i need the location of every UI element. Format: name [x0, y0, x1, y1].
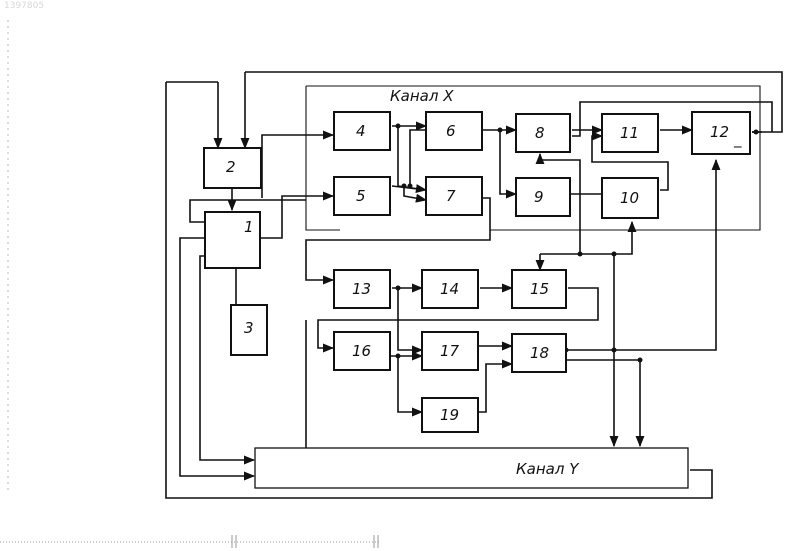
- block-5-label: 5: [356, 187, 366, 205]
- block-18-label: 18: [530, 344, 549, 362]
- block-15-label: 15: [530, 280, 549, 298]
- channel-x-label: Канал X: [390, 87, 454, 105]
- block-3-label: 3: [244, 319, 254, 337]
- block-16: 16: [334, 332, 390, 370]
- block-11: 11: [602, 114, 658, 152]
- block-16-label: 16: [352, 342, 371, 360]
- block-4: 4: [334, 112, 390, 150]
- block-15: 15: [512, 270, 566, 308]
- block-7-label: 7: [446, 187, 456, 205]
- junction-dots: [210, 124, 759, 363]
- block-3: 3: [231, 305, 267, 355]
- block-5: 5: [334, 177, 390, 215]
- block-12-mark: _: [733, 130, 742, 149]
- block-17-label: 17: [440, 342, 460, 360]
- block-6: 6: [426, 112, 482, 150]
- block-19-label: 19: [440, 406, 459, 424]
- block-9-label: 9: [534, 188, 544, 206]
- block-10: 10: [602, 178, 658, 218]
- document-number: 1397805: [4, 1, 44, 11]
- block-12-label: 12: [710, 123, 729, 141]
- block-1: 1: [205, 212, 260, 268]
- channel-y-label: Канал Y: [516, 460, 580, 478]
- block-13: 13: [334, 270, 390, 308]
- block-8-label: 8: [535, 124, 545, 142]
- block-2: 2: [204, 148, 261, 188]
- block-19: 19: [422, 398, 478, 432]
- block-13-label: 13: [352, 280, 371, 298]
- block-11-label: 11: [620, 124, 639, 142]
- block-2-label: 2: [226, 158, 236, 176]
- block-9: 9: [516, 178, 570, 216]
- block-10-label: 10: [620, 189, 639, 207]
- block-7: 7: [426, 177, 482, 215]
- block-8: 8: [516, 114, 570, 152]
- block-4-label: 4: [356, 122, 366, 140]
- block-12: 12 _: [692, 112, 750, 154]
- block-17: 17: [422, 332, 478, 370]
- block-18: 18: [512, 334, 566, 372]
- block-14: 14: [422, 270, 478, 308]
- channel-y-block: Канал Y: [255, 448, 688, 488]
- block-6-label: 6: [446, 122, 456, 140]
- block-1-label: 1: [244, 218, 254, 236]
- block-14-label: 14: [440, 280, 459, 298]
